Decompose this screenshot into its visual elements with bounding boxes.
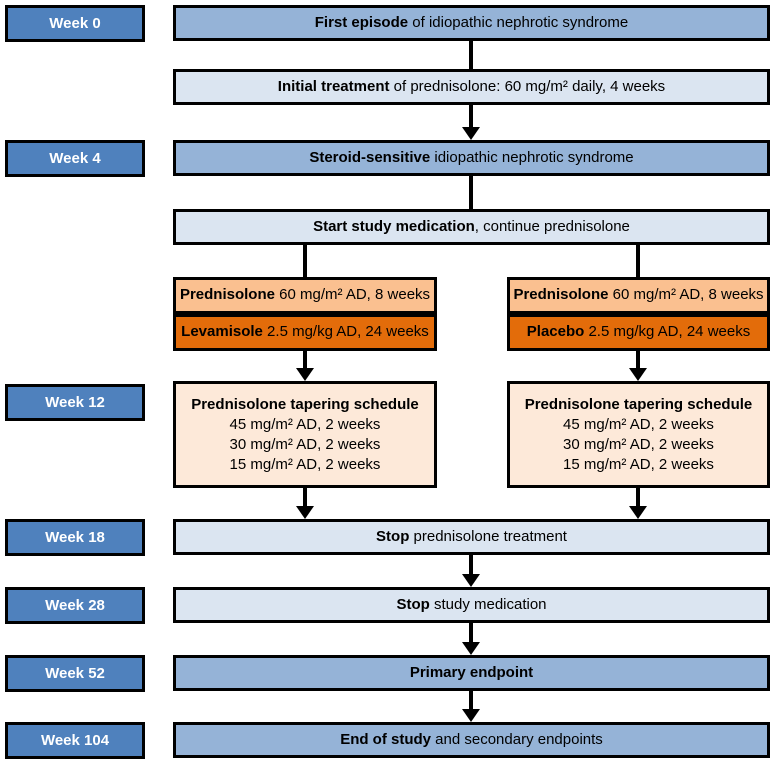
week-label-text: Week 18 <box>45 529 105 546</box>
week-label-4: Week 4 <box>5 140 145 177</box>
box-text: Steroid-sensitive idiopathic nephrotic s… <box>309 149 633 168</box>
box-start-study-medication: Start study medication, continue prednis… <box>173 209 770 245</box>
box-text: End of study and secondary endpoints <box>340 731 603 750</box>
box-text: Prednisolone tapering schedule 45 mg/m² … <box>191 395 419 475</box>
arrowhead-down-icon <box>462 574 480 587</box>
tapering-line: 15 mg/m² AD, 2 weeks <box>229 455 381 473</box>
box-steroid-sensitive: Steroid-sensitive idiopathic nephrotic s… <box>173 140 770 176</box>
arrowhead-down-icon <box>629 368 647 381</box>
regular-text: and secondary endpoints <box>431 730 603 748</box>
box-primary-endpoint: Primary endpoint <box>173 655 770 691</box>
bold-text: Start study medication <box>313 217 475 235</box>
tapering-line: 45 mg/m² AD, 2 weeks <box>563 415 714 433</box>
week-label-52: Week 52 <box>5 655 145 692</box>
week-label-104: Week 104 <box>5 722 145 759</box>
bold-text: End of study <box>340 730 432 748</box>
regular-text: idiopathic nephrotic syndrome <box>430 148 634 166</box>
arrowhead-down-icon <box>462 709 480 722</box>
regular-text: 60 mg/m² AD, 8 weeks <box>274 286 431 304</box>
box-end-of-study: End of study and secondary endpoints <box>173 722 770 758</box>
connector-line <box>469 41 473 69</box>
bold-text: First episode <box>314 13 409 31</box>
box-text: Primary endpoint <box>410 664 533 683</box>
connector-line <box>469 691 473 710</box>
bold-text: Placebo <box>526 323 585 341</box>
box-left-prednisolone: Prednisolone 60 mg/m² AD, 8 weeks <box>173 277 437 314</box>
connector-line <box>636 351 640 369</box>
week-label-12: Week 12 <box>5 384 145 421</box>
arrowhead-down-icon <box>462 127 480 140</box>
regular-text: study medication <box>429 595 547 613</box>
regular-text: of prednisolone: 60 mg/m² daily, 4 weeks <box>389 77 666 95</box>
week-label-18: Week 18 <box>5 519 145 556</box>
connector-line <box>469 623 473 643</box>
box-placebo: Placebo 2.5 mg/kg AD, 24 weeks <box>507 314 770 351</box>
box-first-episode: First episode of idiopathic nephrotic sy… <box>173 5 770 41</box>
box-stop-study-medication: Stop study medication <box>173 587 770 623</box>
week-label-28: Week 28 <box>5 587 145 624</box>
week-label-text: Week 28 <box>45 597 105 614</box>
arrowhead-down-icon <box>462 642 480 655</box>
regular-text: 2.5 mg/kg AD, 24 weeks <box>262 323 429 341</box>
box-text: First episode of idiopathic nephrotic sy… <box>315 14 628 33</box>
arrowhead-down-icon <box>629 506 647 519</box>
regular-text: 2.5 mg/kg AD, 24 weeks <box>584 323 751 341</box>
box-text: Initial treatment of prednisolone: 60 mg… <box>278 78 665 97</box>
connector-line <box>469 176 473 209</box>
box-text: Levamisole 2.5 mg/kg AD, 24 weeks <box>181 323 429 342</box>
connector-line <box>303 351 307 369</box>
regular-text: of idiopathic nephrotic syndrome <box>408 13 629 31</box>
week-label-0: Week 0 <box>5 5 145 42</box>
bold-text: Initial treatment <box>277 77 390 95</box>
week-label-text: Week 0 <box>49 15 101 32</box>
bold-text: Prednisolone <box>513 286 609 304</box>
box-text: Prednisolone 60 mg/m² AD, 8 weeks <box>180 286 430 305</box>
tapering-line: 30 mg/m² AD, 2 weeks <box>563 435 714 453</box>
regular-text: 60 mg/m² AD, 8 weeks <box>608 286 764 304</box>
connector-line <box>469 555 473 575</box>
week-label-text: Week 104 <box>40 732 110 749</box>
week-label-text: Week 12 <box>45 394 105 411</box>
connector-line <box>469 105 473 128</box>
regular-text: prednisolone treatment <box>409 527 567 545</box>
bold-text: Prednisolone <box>179 286 275 304</box>
bold-text: Primary endpoint <box>409 663 534 681</box>
connector-line <box>303 245 307 277</box>
week-label-text: Week 4 <box>49 150 101 167</box>
bold-text: Levamisole <box>181 323 263 341</box>
box-text: Stop prednisolone treatment <box>376 528 567 547</box>
bold-text: Steroid-sensitive <box>309 148 431 166</box>
arrowhead-down-icon <box>296 506 314 519</box>
tapering-title: Prednisolone tapering schedule <box>524 395 753 413</box>
arrowhead-down-icon <box>296 368 314 381</box>
tapering-line: 45 mg/m² AD, 2 weeks <box>229 415 381 433</box>
box-text: Start study medication, continue prednis… <box>313 218 630 237</box>
connector-line <box>303 488 307 507</box>
tapering-title: Prednisolone tapering schedule <box>191 395 419 413</box>
tapering-line: 15 mg/m² AD, 2 weeks <box>563 455 714 473</box>
box-tapering-left: Prednisolone tapering schedule 45 mg/m² … <box>173 381 437 488</box>
box-text: Prednisolone 60 mg/m² AD, 8 weeks <box>513 286 763 305</box>
box-right-prednisolone: Prednisolone 60 mg/m² AD, 8 weeks <box>507 277 770 314</box>
tapering-line: 30 mg/m² AD, 2 weeks <box>229 435 381 453</box>
connector-line <box>636 245 640 277</box>
box-tapering-right: Prednisolone tapering schedule 45 mg/m² … <box>507 381 770 488</box>
regular-text: , continue prednisolone <box>474 217 630 235</box>
week-label-text: Week 52 <box>45 665 105 682</box>
box-text: Stop study medication <box>396 596 546 615</box>
box-text: Prednisolone tapering schedule 45 mg/m² … <box>525 395 753 475</box>
bold-text: Stop <box>376 527 410 545</box>
box-text: Placebo 2.5 mg/kg AD, 24 weeks <box>527 323 750 342</box>
connector-line <box>636 488 640 507</box>
box-levamisole: Levamisole 2.5 mg/kg AD, 24 weeks <box>173 314 437 351</box>
box-initial-treatment: Initial treatment of prednisolone: 60 mg… <box>173 69 770 105</box>
box-stop-prednisolone: Stop prednisolone treatment <box>173 519 770 555</box>
bold-text: Stop <box>396 595 430 613</box>
